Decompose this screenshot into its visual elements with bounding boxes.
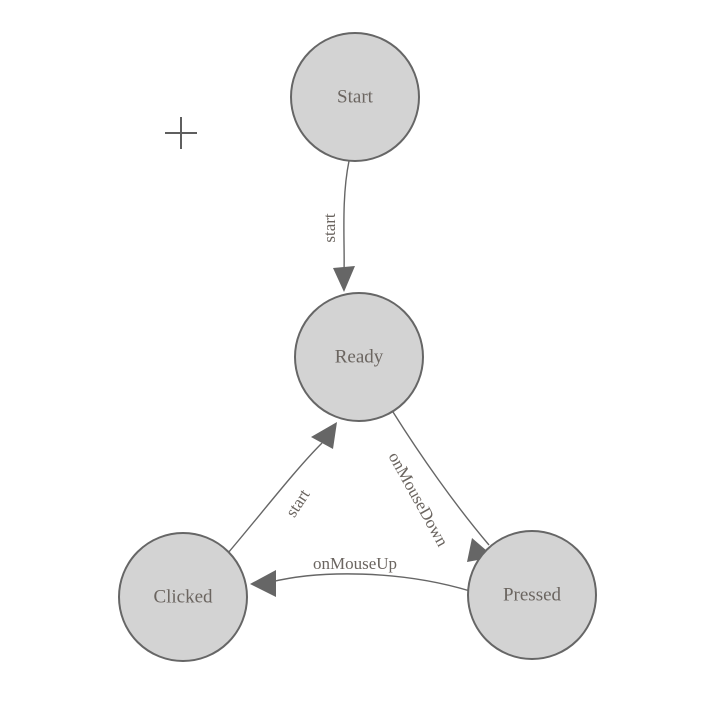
edge-label-clicked-to-ready: start	[282, 485, 314, 520]
edge-label-start-to-ready: start	[320, 213, 339, 243]
arrowhead-ready-top	[333, 266, 355, 292]
node-pressed-label: Pressed	[503, 584, 562, 605]
crosshair-icon	[165, 117, 197, 149]
node-ready-circle	[294, 292, 424, 422]
edge-label-pressed-to-clicked: onMouseUp	[313, 554, 397, 573]
node-start[interactable]: Start	[290, 32, 420, 162]
node-ready-label: Ready	[335, 346, 384, 367]
edge-pressed-to-clicked[interactable]: onMouseUp	[250, 554, 471, 597]
node-clicked-circle	[118, 532, 248, 662]
arrowhead-clicked-right	[250, 570, 276, 597]
node-pressed[interactable]: Pressed	[467, 530, 597, 660]
node-ready[interactable]: Ready	[294, 292, 424, 422]
node-pressed-circle	[467, 530, 597, 660]
node-clicked[interactable]: Clicked	[118, 532, 248, 662]
edge-ready-to-pressed[interactable]: onMouseDown	[385, 411, 494, 562]
arrowhead-ready-bottomleft	[311, 422, 337, 449]
node-start-circle	[290, 32, 420, 162]
node-start-label: Start	[337, 86, 374, 107]
edge-clicked-to-ready[interactable]: start	[227, 422, 337, 554]
edge-start-to-ready[interactable]: start	[320, 160, 355, 292]
node-clicked-label: Clicked	[153, 586, 213, 607]
edge-label-ready-to-pressed: onMouseDown	[385, 449, 453, 550]
